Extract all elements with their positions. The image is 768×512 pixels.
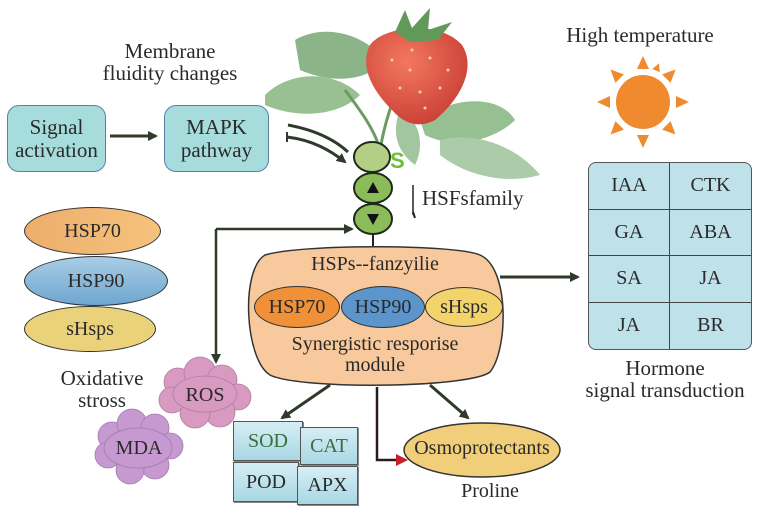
hormone-cell: JA	[670, 256, 751, 303]
membrane-fluidity-label: Membrane fluidity changes	[90, 40, 250, 84]
module-title: HSPs--fanzyilie	[311, 253, 439, 275]
arrow-module-to-osmo-red	[375, 387, 408, 466]
signal-activation-line2: activation	[15, 137, 98, 162]
module-hsp90[interactable]: HSP90	[341, 286, 425, 328]
osmoprotectants-label: Osmoprotectants	[414, 437, 550, 459]
arrow-mapk-to-hsf-2	[286, 135, 347, 164]
hormone-signal-label: Hormone signal transduction	[560, 357, 768, 401]
hsp70-pill[interactable]: HSP70	[24, 207, 161, 255]
enzyme-cat[interactable]: CAT	[300, 427, 358, 465]
strawberry-plant-illustration	[265, 8, 540, 179]
shsps-pill[interactable]: sHsps	[24, 306, 156, 352]
module-shsps[interactable]: sHsps	[425, 287, 503, 327]
module-hsp70[interactable]: HSP70	[254, 286, 340, 328]
mapk-line2: pathway	[180, 137, 253, 162]
s-glyph: S	[390, 148, 405, 173]
strawberry-seeds	[390, 48, 450, 110]
ros-label: ROS	[185, 384, 225, 406]
oxidative-stress-label: Oxidative stross	[52, 367, 152, 411]
signal-activation-box[interactable]: Signal activation	[7, 105, 106, 172]
cloud-ros-shape	[158, 356, 252, 429]
arrow-module-to-enzymes	[280, 383, 331, 420]
mda-label: MDA	[115, 437, 163, 459]
enzyme-sod[interactable]: SOD	[233, 421, 303, 461]
osmoprotectants-shape	[403, 422, 561, 478]
arrow-mapk-to-hsf-1	[287, 123, 350, 154]
membrane-label-line2: fluidity changes	[102, 61, 238, 86]
hormone-cell: BR	[697, 314, 724, 337]
module-caption: Synergistic resporise module	[255, 334, 495, 376]
hormone-cell: IAA	[589, 163, 670, 210]
hormone-table: IAA CTK GA ABA SA JA JA BR	[588, 162, 752, 350]
module-caption-line1: Synergistic resporise	[291, 333, 459, 355]
hsf-family-label: HSFsfamily	[422, 186, 524, 210]
down-triangle-icon	[367, 214, 379, 225]
signal-activation-line1: Signal	[29, 115, 84, 140]
proline-label: Proline	[461, 480, 519, 502]
leaf-2	[265, 76, 360, 114]
hormone-cell: CTK	[670, 163, 751, 210]
mapk-pathway-box[interactable]: MAPK pathway	[164, 105, 269, 172]
oxidative-line2: stross	[78, 388, 126, 413]
hsp90-pill[interactable]: HSP90	[24, 256, 168, 306]
hormone-cell: JA	[589, 302, 670, 349]
up-triangle-icon	[367, 182, 379, 193]
membrane-label-line1: Membrane	[124, 39, 216, 63]
leaf-4	[440, 137, 540, 179]
strawberry-fruit	[366, 28, 468, 125]
arrow-module-to-osmo	[429, 383, 470, 420]
leaf-1	[295, 31, 385, 79]
hormone-cell: ABA	[670, 210, 751, 256]
mapk-line1: MAPK	[186, 115, 247, 140]
hormone-label-line1: Hormone	[625, 356, 705, 380]
module-caption-line2: module	[345, 354, 405, 376]
oxidative-line1: Oxidative	[60, 366, 144, 390]
high-temperature-label: High temperature	[566, 23, 714, 47]
hormone-cell: SA	[589, 256, 670, 303]
enzyme-pod[interactable]: POD	[233, 462, 299, 502]
hormone-label-line2: signal transduction	[585, 378, 745, 403]
enzyme-apx[interactable]: APX	[297, 466, 358, 505]
hormone-cell: GA	[589, 209, 670, 256]
sun-icon	[597, 56, 689, 148]
strawberry-calyx	[395, 8, 452, 42]
cloud-mda-shape	[94, 408, 184, 485]
